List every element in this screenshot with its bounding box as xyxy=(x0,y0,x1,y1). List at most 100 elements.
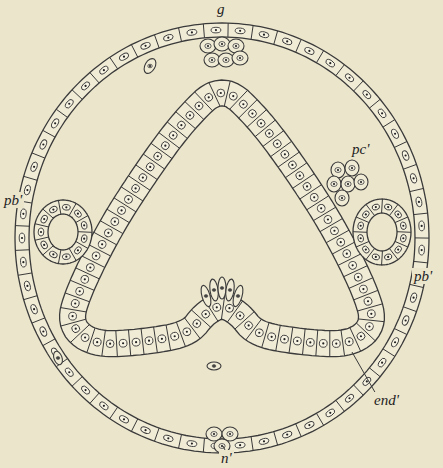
nucleus xyxy=(80,274,90,284)
nucleolus xyxy=(387,206,389,208)
nucleus xyxy=(152,151,163,162)
nucleolus xyxy=(375,256,377,258)
cell-wall xyxy=(69,248,76,260)
nucleus xyxy=(132,338,141,346)
nucleolus xyxy=(404,154,406,156)
nucleolus xyxy=(357,276,359,278)
cell-wall xyxy=(395,241,408,247)
nucleolus xyxy=(149,65,151,67)
nucleus xyxy=(371,253,380,261)
nucleus xyxy=(419,245,425,255)
nucleolus xyxy=(239,30,241,32)
nucleus xyxy=(119,339,127,347)
nucleolus xyxy=(123,56,125,58)
nucleus xyxy=(163,34,174,42)
nucleolus xyxy=(365,213,367,215)
nucleolus xyxy=(346,253,348,255)
nucleus xyxy=(227,432,233,437)
nucleolus xyxy=(263,34,265,36)
nucleus xyxy=(212,303,222,313)
cell-wall xyxy=(110,407,118,419)
nucleus xyxy=(118,52,129,62)
nucleolus xyxy=(337,169,339,171)
nucleus xyxy=(256,118,267,129)
cell-wall xyxy=(356,241,369,247)
nucleolus xyxy=(404,319,406,321)
nucleolus xyxy=(418,201,420,203)
nucleolus xyxy=(329,62,331,64)
nucleus xyxy=(342,248,352,258)
nucleolus xyxy=(284,153,286,155)
nucleolus xyxy=(368,325,370,327)
nucleus xyxy=(40,214,49,224)
nucleolus xyxy=(95,255,97,257)
nucleus xyxy=(353,272,363,282)
cell-wall xyxy=(397,231,411,233)
nucleus xyxy=(93,338,102,347)
nucleolus xyxy=(348,341,350,343)
nucleolus xyxy=(248,324,250,326)
nucleus xyxy=(282,37,293,46)
nucleus xyxy=(91,251,101,261)
nucleolus xyxy=(375,206,377,208)
nucleolus xyxy=(142,177,144,179)
nucleus xyxy=(168,130,179,141)
cell-wall xyxy=(303,329,306,355)
cell xyxy=(214,37,230,51)
nucleus xyxy=(384,203,393,211)
nucleus xyxy=(187,440,198,447)
nucleus xyxy=(357,221,364,230)
nucleus xyxy=(73,209,82,219)
nucleus xyxy=(344,337,353,346)
cell-wall xyxy=(381,251,383,265)
cell xyxy=(200,39,216,53)
nucleolus xyxy=(340,241,342,243)
nucleolus xyxy=(239,57,241,59)
nucleolus xyxy=(268,132,270,134)
nucleolus xyxy=(260,122,262,124)
nucleolus xyxy=(21,237,23,239)
nucleolus xyxy=(232,95,234,97)
cell-wall xyxy=(72,90,82,100)
nucleus xyxy=(259,438,270,446)
nucleolus xyxy=(242,103,244,105)
nucleolus xyxy=(291,164,293,166)
nucleus xyxy=(304,420,315,429)
nucleus xyxy=(217,89,225,97)
nucleus xyxy=(339,196,345,201)
cell-wall xyxy=(316,330,318,356)
cell-wall xyxy=(43,339,55,346)
nucleolus xyxy=(109,343,111,345)
leader-line xyxy=(352,352,376,394)
endoderm-layer xyxy=(60,80,385,357)
cell-wall xyxy=(341,330,345,356)
nucleus xyxy=(145,336,154,345)
nucleolus xyxy=(191,443,193,445)
nucleolus xyxy=(167,437,169,439)
nucleolus xyxy=(397,249,399,251)
nucleolus xyxy=(235,45,237,47)
nucleus xyxy=(344,393,355,404)
nucleus xyxy=(211,432,217,437)
nucleus xyxy=(211,27,221,33)
nucleolus xyxy=(327,218,329,220)
nucleus xyxy=(309,192,320,203)
nucleolus xyxy=(213,365,215,367)
nucleus xyxy=(272,138,283,149)
cell-wall xyxy=(154,428,159,441)
nucleus xyxy=(228,289,232,292)
cell-wall xyxy=(56,109,67,117)
epithelium-outline xyxy=(15,23,429,453)
nucleus xyxy=(85,262,95,272)
cell-wall xyxy=(356,217,369,223)
nucleus xyxy=(247,108,258,119)
nucleolus xyxy=(96,341,98,343)
nucleolus xyxy=(313,196,315,198)
nucleolus xyxy=(370,313,372,315)
nucleolus xyxy=(296,340,298,342)
cell-wall xyxy=(395,217,408,223)
nucleolus xyxy=(271,336,273,338)
cell-wall xyxy=(76,216,88,223)
nucleus xyxy=(325,58,336,68)
cell-wall xyxy=(316,413,323,425)
